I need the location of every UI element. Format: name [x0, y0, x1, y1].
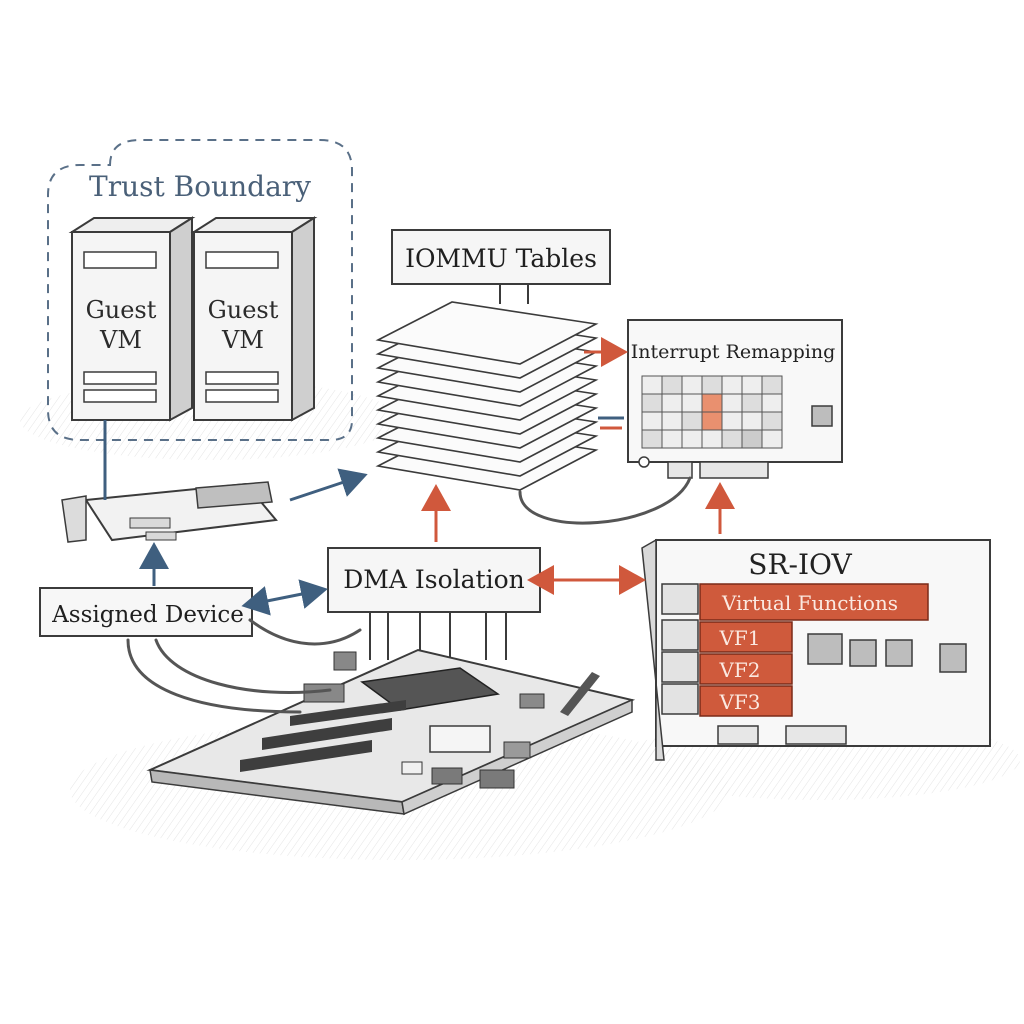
interrupt-remapping-grid [641, 375, 783, 449]
interrupt-remapping-label: Interrupt Remapping [631, 341, 836, 363]
guest-vm-2: Guest VM [190, 216, 318, 422]
virtual-functions-label: Virtual Functions [721, 591, 898, 615]
dma-isolation: DMA Isolation [327, 547, 541, 660]
interrupt-remapping: Interrupt Remapping [627, 319, 843, 479]
guest-vm-2-label-line1: Guest [208, 296, 279, 324]
iommu-tables: IOMMU Tables [391, 229, 611, 304]
sr-iov-label: SR-IOV [748, 548, 852, 581]
trust-boundary-label: Trust Boundary [89, 170, 311, 203]
iommu-table-stack [375, 301, 599, 491]
iommu-tables-label: IOMMU Tables [405, 244, 597, 273]
vf2-bar [699, 653, 793, 685]
guest-vm-1-label-line1: Guest [86, 296, 157, 324]
trust-boundary: Trust Boundary [47, 139, 353, 441]
blue-arrows [103, 416, 624, 616]
sr-iov-card: SR-IOV Virtual Functions VF1 VF2 VF3 [641, 538, 991, 761]
vf1-bar [699, 621, 793, 653]
dma-isolation-label: DMA Isolation [343, 565, 525, 594]
vf3-bar [699, 685, 793, 717]
red-arrows [421, 337, 735, 595]
assigned-device: Assigned Device [39, 587, 253, 637]
virtual-functions-bar [699, 583, 929, 621]
dma-bus-lines [369, 612, 507, 660]
vf2-label: VF2 [718, 658, 760, 682]
vf1-label: VF1 [718, 626, 760, 650]
assigned-device-card [61, 481, 278, 543]
cables [126, 476, 692, 714]
guest-vm-2-label-line2: VM [221, 326, 264, 354]
vf3-label: VF3 [718, 690, 760, 714]
assigned-device-label: Assigned Device [51, 602, 244, 628]
guest-vm-1: Guest VM [68, 216, 196, 422]
guest-vm-1-label-line2: VM [99, 326, 142, 354]
motherboard [146, 648, 636, 816]
